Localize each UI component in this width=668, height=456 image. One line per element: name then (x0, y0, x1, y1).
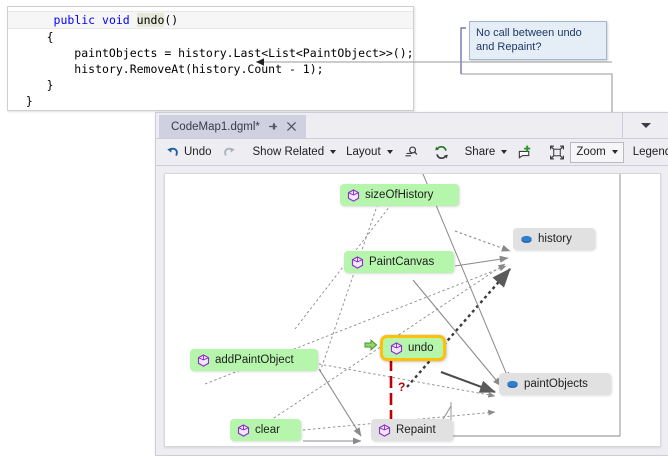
method-icon (378, 423, 391, 437)
refresh-button[interactable] (429, 141, 454, 163)
graph-node-Repaint[interactable]: Repaint (371, 419, 453, 441)
graph-node-clear[interactable]: clear (230, 419, 301, 441)
method-icon (351, 255, 364, 269)
tab-overflow-button[interactable] (622, 113, 668, 138)
chevron-down-icon (611, 150, 618, 154)
zoom-label: Zoom (576, 146, 606, 158)
codemap-toolbar: Undo Show Related Layout (156, 139, 668, 166)
show-related-label: Show Related (252, 146, 325, 158)
chevron-down-icon (330, 150, 337, 154)
method-icon (197, 353, 210, 367)
code-line-3[interactable]: history.RemoveAt(history.Count - 1); (12, 62, 324, 76)
graph-node-paintObjects[interactable]: paintObjects (499, 373, 611, 395)
share-label: Share (464, 146, 496, 158)
graph-node-PaintCanvas[interactable]: PaintCanvas (344, 251, 454, 273)
missing-call-question-mark: ? (398, 380, 406, 394)
legend-label: Legend (632, 146, 668, 158)
tab-codemap1-dgml[interactable]: CodeMap1.dgml* (159, 115, 306, 138)
codemap-window: CodeMap1.dgml* Undo (155, 112, 668, 456)
layout-label: Layout (346, 146, 381, 158)
chevron-down-icon (641, 123, 651, 128)
add-comment-icon (519, 144, 531, 159)
undo-arrow-icon (167, 147, 178, 156)
code-line-signature[interactable]: public void undo() (8, 11, 413, 29)
node-label: PaintCanvas (369, 256, 435, 268)
code-line-5[interactable]: } (12, 94, 33, 108)
graph-node-addPaintObject[interactable]: addPaintObject (190, 349, 318, 371)
fit-to-screen-icon (550, 145, 565, 159)
annotation-callout: No call between undo and Repaint? (469, 21, 607, 60)
show-related-button[interactable]: Show Related (248, 141, 342, 163)
method-icon (390, 341, 403, 355)
chevron-down-icon (501, 150, 508, 154)
layout-button[interactable]: Layout (341, 141, 398, 163)
graph-edges (204, 174, 621, 445)
node-label: Repaint (396, 424, 436, 436)
graph-node-sizeOfHistory[interactable]: sizeOfHistory (340, 184, 459, 206)
field-icon (521, 235, 532, 243)
codemap-canvas[interactable]: sizeOfHistory history PaintCanvas addPai… (164, 173, 661, 447)
keyword-void: void (102, 13, 130, 27)
redo-arrow-icon (223, 147, 235, 156)
node-label: clear (255, 424, 280, 436)
code-line-2[interactable]: paintObjects = history.Last<List<PaintOb… (12, 46, 414, 60)
add-comment-button[interactable] (512, 141, 538, 163)
code-line-6[interactable]: } (8, 109, 413, 110)
code-line-4[interactable]: } (12, 78, 54, 92)
node-label: undo (408, 342, 434, 354)
fit-to-screen-button[interactable] (544, 141, 570, 163)
legend-button[interactable]: Legend (628, 141, 668, 163)
zoom-dropdown[interactable]: Zoom (570, 141, 624, 163)
filter-search-icon (404, 145, 417, 156)
tab-strip: CodeMap1.dgml* (156, 113, 668, 139)
chevron-down-icon (386, 150, 393, 154)
graph-node-undo[interactable]: undo (380, 335, 446, 361)
signature-parens: () (164, 13, 179, 27)
node-label: paintObjects (524, 378, 588, 390)
field-icon (507, 380, 518, 388)
pin-icon[interactable] (267, 121, 279, 133)
code-editor-pane[interactable]: public void undo() { paintObjects = hist… (7, 6, 414, 111)
share-button[interactable]: Share (460, 141, 513, 163)
filter-button[interactable] (398, 141, 423, 163)
method-icon (347, 188, 360, 202)
close-icon[interactable] (286, 121, 298, 133)
undo-label: Undo (184, 146, 212, 158)
green-start-arrow-icon (364, 339, 378, 351)
selected-token-undo: undo (136, 13, 165, 27)
graph-node-history[interactable]: history (513, 228, 595, 250)
code-line-1[interactable]: { (12, 30, 54, 44)
node-label: sizeOfHistory (365, 189, 434, 201)
undo-button[interactable]: Undo (160, 141, 217, 163)
redo-button[interactable] (217, 141, 242, 163)
method-icon (237, 423, 250, 437)
keyword-public: public (53, 13, 96, 27)
node-label: history (538, 233, 572, 245)
refresh-icon (434, 145, 448, 159)
tab-title: CodeMap1.dgml* (171, 120, 260, 133)
node-label: addPaintObject (215, 354, 294, 366)
